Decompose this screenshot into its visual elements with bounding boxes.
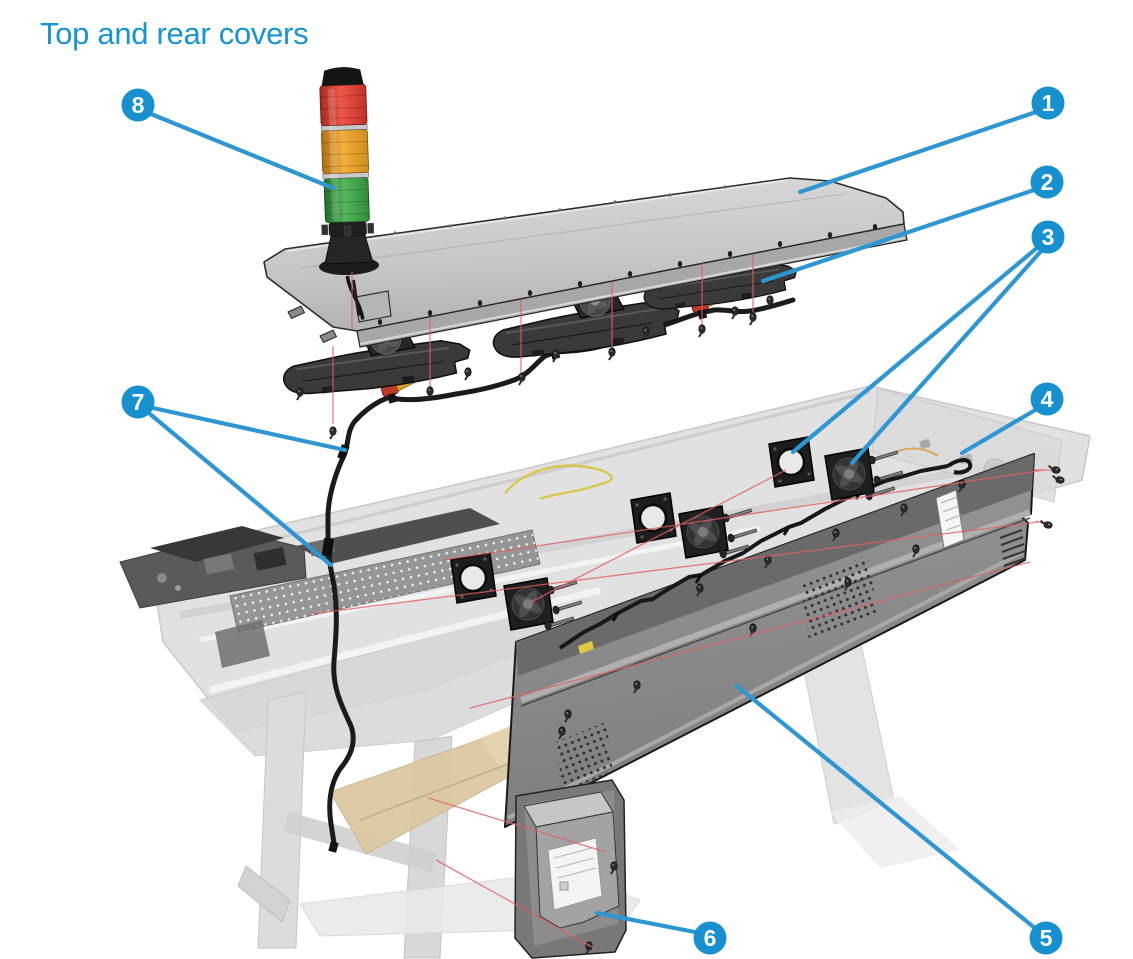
- fan-2: [678, 505, 729, 559]
- harness-corner-loop: [946, 458, 973, 475]
- power-box-label: [547, 837, 603, 911]
- beacon-amber-segment: [320, 128, 370, 175]
- leader-line-3a: [790, 244, 1041, 455]
- callout-1: 1: [1031, 86, 1065, 120]
- beacon-red-segment: [319, 84, 368, 127]
- yellow-label: [578, 641, 594, 654]
- leader-line-3b: [849, 247, 1045, 466]
- yellow-wire: [504, 464, 613, 501]
- leader-line-7a: [150, 405, 348, 453]
- callout-5-number: 5: [1040, 925, 1053, 951]
- vent-grid-left: [556, 722, 613, 792]
- status-beacon: [319, 67, 379, 320]
- callout-6: 6: [693, 921, 727, 955]
- beacon-cap: [321, 67, 364, 86]
- callout-7-number: 7: [132, 389, 145, 415]
- callout-4-number: 4: [1041, 386, 1054, 412]
- cable-7: [322, 450, 356, 853]
- fan-holder-3: [767, 435, 816, 489]
- leader-line-8: [148, 111, 336, 191]
- cover-clip-2: [319, 329, 338, 344]
- leader-lines: [147, 109, 1045, 935]
- callout-2: 2: [1030, 165, 1064, 199]
- vent-slats: [999, 529, 1027, 567]
- callout-1-number: 1: [1042, 90, 1055, 116]
- fan-3: [824, 447, 875, 501]
- leader-line-2: [760, 187, 1037, 284]
- callout-6-number: 6: [704, 925, 717, 951]
- cover-clip-1: [287, 305, 306, 320]
- fan-holder-2: [629, 491, 678, 545]
- leader-line-5: [734, 683, 1039, 932]
- callout-8: 8: [121, 88, 155, 122]
- callout-4: 4: [1030, 382, 1064, 416]
- callout-3-number: 3: [1042, 224, 1055, 250]
- carriage-assembly-faded: [119, 508, 541, 668]
- callout-8-number: 8: [132, 92, 145, 118]
- leader-line-7b: [147, 411, 334, 568]
- leader-line-6: [594, 910, 698, 935]
- rear-cover: [504, 453, 1035, 828]
- callout-2-number: 2: [1041, 169, 1054, 195]
- callout-3: 3: [1031, 220, 1065, 254]
- top-cover-edge-screws: [377, 224, 878, 325]
- beacon-green-segment: [323, 176, 370, 224]
- page-title: Top and rear covers: [40, 16, 309, 51]
- callout-7: 7: [121, 385, 155, 419]
- vent-grid-right: [800, 555, 877, 639]
- alignment-lines: [309, 254, 1053, 949]
- callout-5: 5: [1029, 921, 1063, 955]
- leader-line-4: [959, 406, 1040, 456]
- top-cover: [263, 177, 908, 348]
- power-supply-box: [514, 779, 627, 959]
- leader-line-1: [797, 109, 1039, 195]
